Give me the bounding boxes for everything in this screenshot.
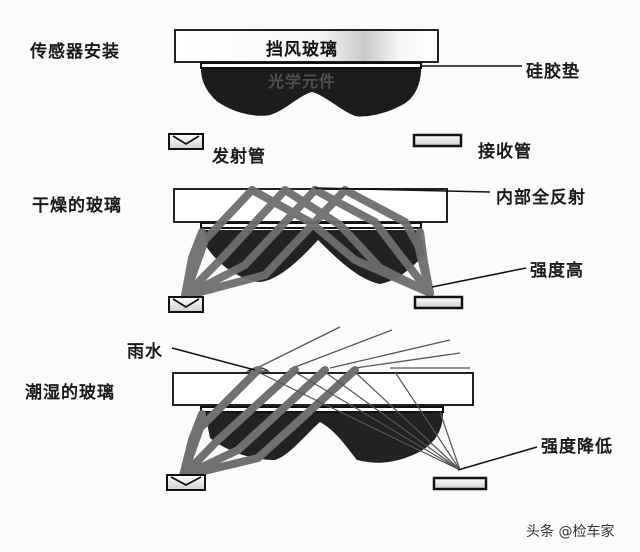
receiver-tube [412, 133, 463, 148]
optical-element-label: 光学元件 [268, 72, 337, 91]
receiver-tube-dry [413, 295, 464, 310]
light-beams-dry [181, 186, 434, 300]
rain-label: 雨水 [127, 342, 163, 362]
silicone-pad-label: 硅胶垫 [526, 62, 580, 82]
reflection-leader-line [314, 187, 491, 193]
emitter-tube [168, 133, 204, 150]
light-beams-wet [179, 366, 359, 480]
scattered-rays [254, 326, 470, 370]
intensity-high-label: 强度高 [530, 261, 584, 281]
silicone-pad-wet [200, 406, 444, 413]
panel-wet [166, 326, 538, 491]
intensity-high-leader-line [431, 267, 527, 288]
panel-title-dry: 干燥的玻璃 [32, 196, 122, 216]
emitter-tube-dry [168, 296, 204, 313]
panel-title-install: 传感器安装 [30, 42, 120, 62]
panel-title-wet: 潮湿的玻璃 [25, 383, 115, 403]
watermark: 头条 @检车家 [526, 524, 615, 540]
receiver-tube-wet [432, 476, 488, 491]
weak-reflected-rays [257, 371, 461, 471]
windshield-label: 挡风玻璃 [266, 40, 338, 60]
windshield-glass [174, 29, 439, 63]
intensity-low-leader-line [457, 446, 538, 471]
intensity-low-label: 强度降低 [541, 437, 613, 457]
rain-leader-line [171, 347, 256, 371]
total-reflection-label: 内部全反射 [496, 188, 586, 208]
receiver-label: 接收管 [478, 142, 532, 162]
emitter-label: 发射管 [212, 147, 266, 167]
panel-install [168, 29, 522, 150]
emitter-tube-wet [166, 474, 206, 491]
optical-element [201, 69, 421, 117]
panel-dry [168, 186, 527, 313]
